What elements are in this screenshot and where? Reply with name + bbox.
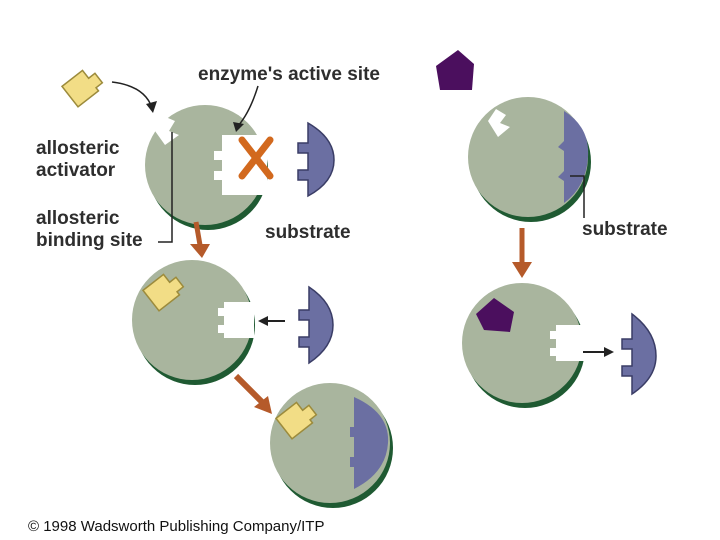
x-mark-icon bbox=[238, 136, 274, 180]
substrate-label-left: substrate bbox=[265, 222, 351, 243]
arrow-left-icon bbox=[258, 316, 285, 326]
arrow-diagonal-icon bbox=[233, 373, 272, 414]
enzyme-active-complex-left bbox=[270, 383, 393, 508]
bound-activator-shape-1 bbox=[141, 273, 185, 312]
arrow-down-icon bbox=[190, 221, 210, 258]
activator-binding-arrow bbox=[111, 81, 153, 109]
binding-site-pointer bbox=[158, 132, 173, 243]
allosteric-activator-label-line2: activator bbox=[36, 160, 116, 181]
substrate-shape-2 bbox=[298, 285, 334, 365]
substrate-label-right: substrate bbox=[582, 219, 668, 240]
substrate-shape-1 bbox=[297, 121, 335, 198]
allosteric-activator-shape bbox=[60, 69, 104, 108]
copyright-notice: © 1998 Wadsworth Publishing Company/ITP bbox=[28, 518, 325, 535]
allosteric-binding-site-label-line2: binding site bbox=[36, 230, 143, 251]
enzyme-active-right bbox=[468, 97, 591, 222]
enzyme-inhibited-right bbox=[462, 283, 586, 408]
substrate-shape-3 bbox=[621, 312, 657, 396]
active-site-label: enzyme's active site bbox=[198, 64, 380, 85]
substrate-right-pointer bbox=[570, 175, 585, 218]
allosteric-binding-site-label-line1: allosteric bbox=[36, 208, 120, 229]
active-site-pointer-head bbox=[233, 122, 244, 132]
allosteric-inhibitor-shape bbox=[436, 50, 474, 90]
activator-binding-arrowhead bbox=[146, 101, 157, 113]
bound-activator-shape-2 bbox=[274, 401, 318, 440]
allosteric-activator-label-line1: allosteric bbox=[36, 138, 120, 159]
bound-inhibitor-shape bbox=[476, 298, 514, 332]
arrow-down-icon-2 bbox=[512, 228, 532, 278]
enzyme-activator-bound-left bbox=[132, 260, 255, 385]
arrow-right-icon bbox=[583, 347, 614, 357]
